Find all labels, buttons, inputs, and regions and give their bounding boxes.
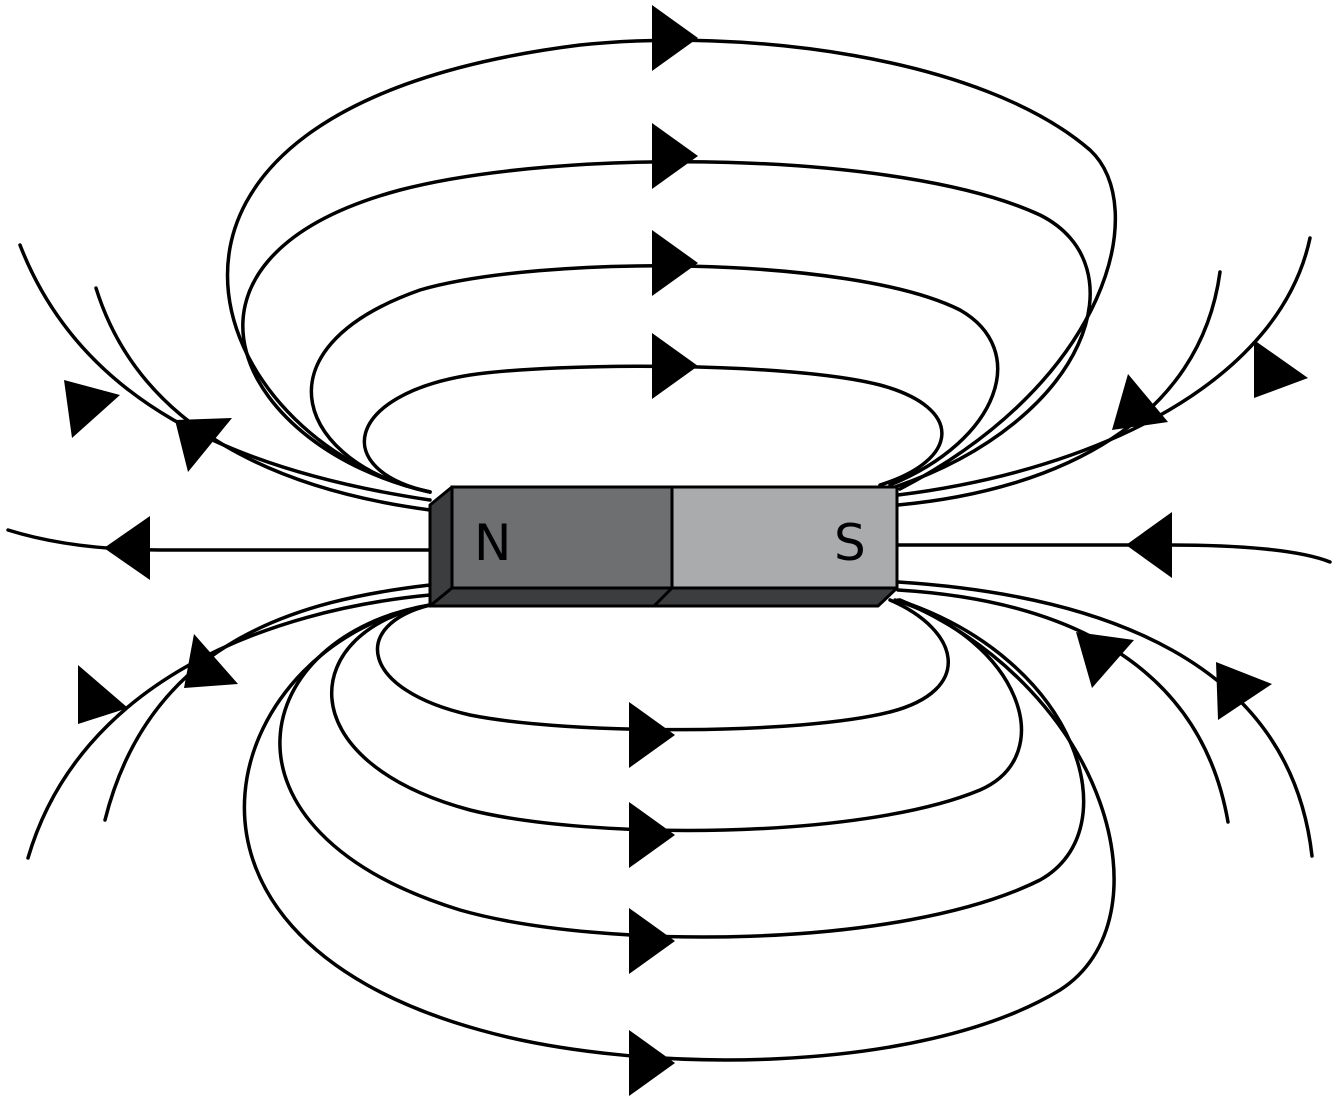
arrow-right-upper-outer — [1254, 340, 1308, 398]
arrow-right-lower-4 — [629, 1030, 675, 1096]
arrow-right-upper-4 — [652, 5, 698, 71]
arrow-right-lower-3 — [629, 908, 675, 974]
field-line-upper-3 — [241, 160, 1092, 494]
magnet-pole-divider-edge — [652, 586, 674, 608]
arrow-left-middle — [104, 516, 150, 580]
field-line-lower-1 — [375, 598, 950, 732]
field-line-left-lower-outer — [26, 593, 432, 860]
field-line-right-middle — [896, 543, 1332, 564]
arrow-right-upper-3 — [652, 123, 698, 189]
arrow-right-upper-inner — [1112, 374, 1168, 430]
field-line-right-upper-inner — [896, 270, 1222, 507]
field-line-right-lower-outer — [896, 580, 1314, 858]
arrow-left-lower-outer — [78, 665, 128, 724]
magnet-south-face — [670, 485, 899, 590]
field-line-left-middle — [6, 528, 432, 552]
arrow-right-upper-1 — [652, 333, 698, 399]
magnet-north-face — [450, 485, 674, 590]
arrow-left-upper-inner — [175, 418, 232, 472]
field-line-right-upper-outer — [896, 236, 1312, 497]
bar-magnet: N S — [428, 485, 899, 608]
arrow-left-lower-inner — [184, 634, 238, 688]
field-line-upper-1 — [362, 364, 944, 494]
arrow-right-upper-2 — [652, 230, 698, 296]
north-pole-label: N — [474, 514, 511, 572]
magnet-left-end — [428, 485, 454, 608]
arrow-left-upper-outer — [64, 380, 120, 438]
arrow-right-lower-inner — [1076, 632, 1134, 688]
field-arrows — [64, 5, 1308, 1096]
field-line-left-upper-inner — [94, 286, 432, 512]
field-line-left-upper-outer — [18, 243, 432, 502]
field-line-upper-4 — [225, 38, 1118, 494]
arrow-right-middle-in — [1126, 512, 1172, 578]
field-line-lower-4 — [242, 598, 1116, 1062]
field-line-lower-3 — [278, 598, 1086, 939]
arrow-right-lower-1 — [629, 702, 675, 768]
arrow-right-lower-2 — [629, 802, 675, 868]
field-line-lower-2 — [330, 598, 1024, 833]
south-pole-label: S — [834, 514, 866, 572]
arrow-right-lower-outer — [1216, 662, 1272, 720]
